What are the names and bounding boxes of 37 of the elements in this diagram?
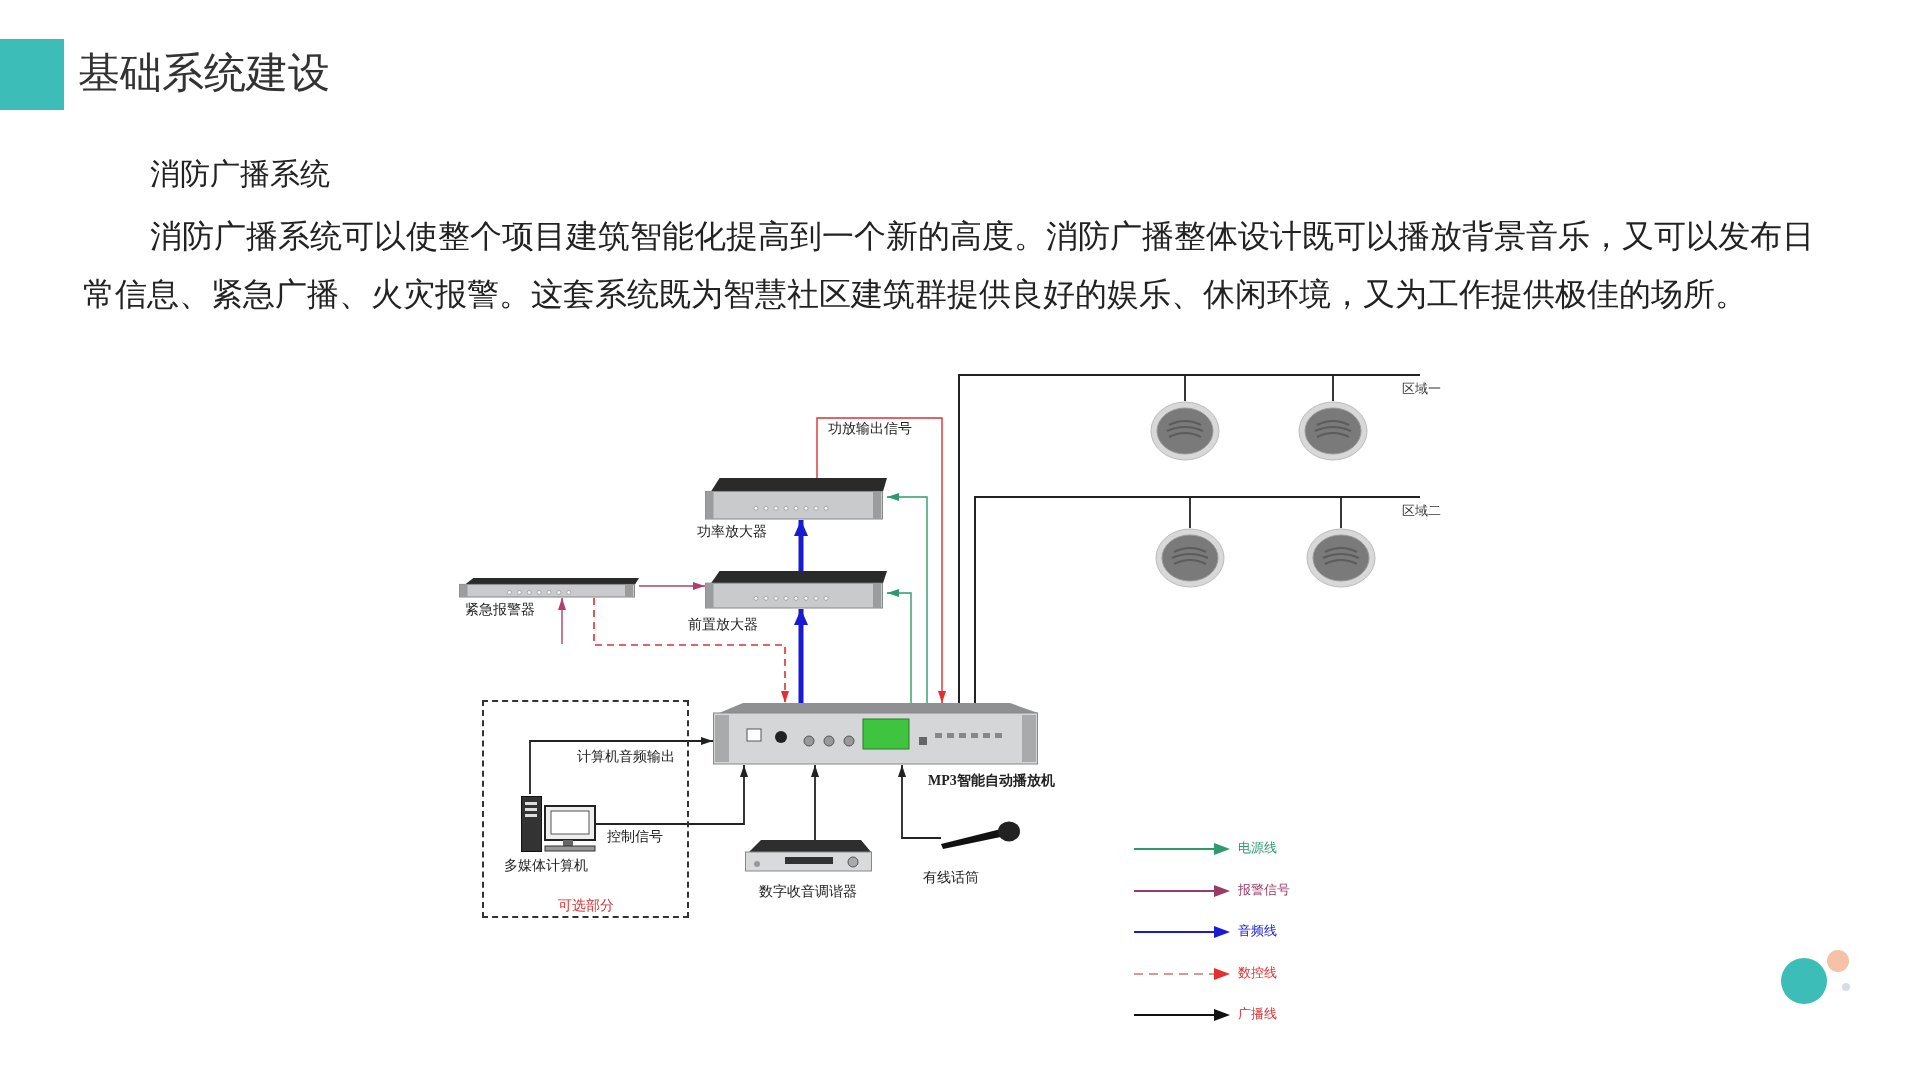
device-label: 功率放大器 <box>697 524 767 540</box>
edge-label: 控制信号 <box>605 829 665 845</box>
device-label: 紧急报警器 <box>465 602 535 618</box>
arrow <box>638 582 706 590</box>
arrow <box>794 609 808 703</box>
arrow <box>529 737 714 795</box>
legend-label: 音频线 <box>1238 923 1277 939</box>
connector-line <box>974 496 1342 704</box>
arrow <box>794 520 808 571</box>
device-label: 前置放大器 <box>688 617 758 633</box>
section-heading: 消防广播系统 <box>150 156 330 192</box>
speaker-icon <box>1155 528 1225 588</box>
slide-title: 基础系统建设 <box>78 48 330 98</box>
group-label: 可选部分 <box>558 898 614 914</box>
zone-label: 区域二 <box>1402 503 1441 519</box>
device-label: 有线话筒 <box>923 870 979 886</box>
device-label: 数字收音调谐器 <box>759 884 857 900</box>
speaker-icon <box>1150 401 1220 461</box>
legend-label: 广播线 <box>1238 1006 1277 1022</box>
arrow <box>811 764 819 841</box>
arrow <box>886 589 912 704</box>
connector-line <box>958 374 1334 704</box>
legend-label: 电源线 <box>1238 840 1277 856</box>
arrow <box>886 493 928 704</box>
speaker-icon <box>1298 401 1368 461</box>
arrow <box>593 597 789 704</box>
device-label: 多媒体计算机 <box>504 858 588 874</box>
arrow <box>816 417 946 704</box>
device-label: MP3智能自动播放机 <box>928 773 1055 789</box>
body-paragraph: 消防广播系统可以使整个项目建筑智能化提高到一个新的高度。消防广播整体设计既可以播放背景音乐，又可以发布日常信息、紧急广播、火灾报警。这套系统既为智慧社区建筑群提供良好的娱乐、休闲环境，又为工作提供极佳的场所。 <box>83 217 1815 314</box>
speaker-icon <box>1306 528 1376 588</box>
legend-label: 数控线 <box>1238 964 1277 981</box>
edge-label: 功放输出信号 <box>826 421 914 437</box>
arrow <box>898 764 942 839</box>
legend-label: 报警信号 <box>1238 881 1290 898</box>
zone-label: 区域一 <box>1402 381 1441 397</box>
arrow <box>558 597 566 645</box>
